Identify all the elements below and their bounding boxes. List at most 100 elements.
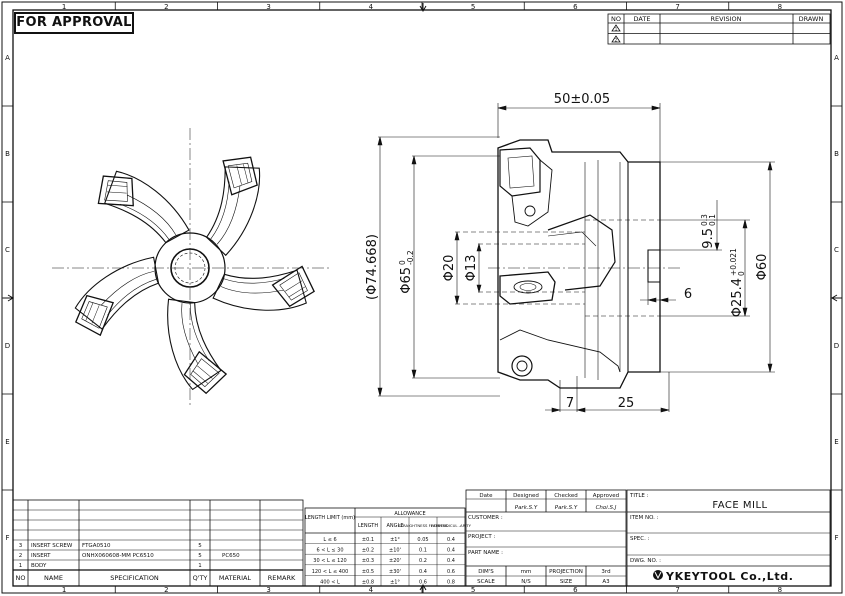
tol-cell: 0.2	[419, 558, 427, 564]
zone-col-bottom: 7	[675, 586, 679, 594]
drawing-title: FACE MILL	[712, 500, 767, 511]
bom-cell-name: INSERT SCREW	[31, 543, 73, 549]
zone-col-bottom: 1	[62, 586, 66, 594]
scale-value: N/S	[521, 579, 531, 585]
tol-cell: 0.6	[447, 569, 455, 575]
zone-col-top: 8	[778, 3, 782, 11]
zone-col-bottom: 6	[573, 586, 578, 594]
side-view	[455, 103, 680, 412]
zone-col-top: 7	[675, 3, 679, 11]
tol-cell: 0.1	[419, 548, 427, 554]
zone-col-top: 2	[164, 3, 168, 11]
flute-with-insert	[205, 156, 261, 257]
bom-cell-spec: FTGA0510	[82, 543, 111, 549]
tol-cell: ±1°	[390, 537, 400, 543]
zone-row-right: E	[834, 438, 838, 446]
dim-reference-dia: (Φ74.668)	[365, 234, 380, 300]
zone-row-right: D	[834, 342, 839, 350]
tol-sub-perpendicularity: PERPENDICUL -ARITY	[431, 523, 472, 528]
dims-label: DIM'S	[478, 569, 494, 575]
dim-dia-20: Φ20	[442, 255, 457, 282]
tol-sub-length: LENGTH	[358, 523, 378, 529]
flute-with-insert	[212, 265, 315, 311]
zone-col-top: 1	[62, 3, 66, 11]
bore-chamfer	[174, 252, 206, 284]
part-name-label: PART NAME :	[468, 550, 503, 556]
dim-dia-65-tol-lower: -0.2	[406, 250, 415, 265]
title-block	[626, 489, 831, 587]
zone-col-bottom: 5	[471, 586, 475, 594]
dims-value: mm	[521, 569, 532, 575]
bom-cell-material: PC650	[222, 553, 240, 559]
project-label: PROJECT :	[468, 534, 496, 540]
company-logo	[653, 570, 663, 580]
tol-cell: 0.4	[447, 558, 455, 564]
dim-25: 25	[618, 396, 635, 411]
insert	[183, 350, 228, 395]
rev-header-date: DATE	[634, 15, 651, 23]
front-view	[52, 128, 330, 405]
tolerance-table	[304, 507, 466, 587]
top-insert	[499, 147, 541, 197]
bom-header-spec: SPECIFICATION	[110, 574, 159, 582]
dim-7: 7	[566, 396, 574, 411]
middle-insert	[499, 271, 556, 305]
approval-labels: Date Designed Checked Approved Park.S.Y …	[468, 493, 619, 585]
tol-cell: 30 < L ≤ 120	[313, 558, 346, 564]
dim-bore-tol-lower: 0	[737, 271, 746, 276]
zone-row-left: A	[5, 54, 10, 62]
chip-pocket	[547, 214, 616, 291]
approval-header-approved: Approved	[593, 493, 619, 499]
tol-cell: 0.6	[419, 579, 427, 585]
tol-cell: 0.4	[447, 548, 455, 554]
revision-table	[607, 13, 831, 45]
title-label: TITLE :	[629, 493, 649, 499]
tol-header-allowance: ALLOWANCE	[394, 511, 425, 517]
insert	[74, 294, 115, 337]
tol-cell: ±1°	[390, 579, 400, 585]
dim-bore-tol-upper: +0.021	[729, 248, 738, 276]
dim-dia-60: Φ60	[755, 254, 770, 281]
spec-label: SPEC. :	[630, 536, 650, 542]
zone-col-bottom: 4	[369, 586, 374, 594]
dim-keyway-tol-upper: 0.3	[700, 214, 709, 226]
rev-header-drawn: DRAWN	[799, 15, 824, 23]
tol-cell: ±20'	[389, 558, 401, 564]
bom-cell-no: 3	[19, 543, 23, 549]
checked-by: Park.S.Y	[555, 505, 578, 511]
tol-cell: 0.8	[447, 579, 455, 585]
tolerance-headers: LENGTH LIMIT (mm) ALLOWANCE LENGTH ANGLE…	[305, 511, 472, 529]
bom-header-no: NO	[16, 574, 26, 582]
zone-row-left: E	[5, 438, 9, 446]
zone-row-left: F	[5, 534, 9, 542]
bom-cell-qty: 1	[198, 563, 202, 569]
dimension-labels: 50±0.05 (Φ74.668) Φ65 0 -0.2 Φ20 Φ13 9.5…	[365, 92, 770, 411]
zone-row-left: B	[5, 150, 10, 158]
dim-dia-13: Φ13	[464, 255, 479, 282]
hub-outer	[154, 232, 226, 304]
zone-row-right: F	[834, 534, 838, 542]
approval-stamp: FOR APPROVAL	[14, 12, 134, 34]
dim-dia-65-tol-upper: 0	[398, 260, 407, 265]
tol-cell: L ≤ 6	[323, 537, 336, 543]
right-center-arrow	[831, 294, 842, 302]
flute-with-insert	[97, 170, 190, 244]
dim-dia-65: Φ65	[399, 267, 414, 294]
tol-header-length-limit: LENGTH LIMIT (mm)	[305, 515, 355, 521]
insert	[97, 175, 134, 207]
body-outline	[497, 139, 661, 389]
tol-cell: ±0.5	[362, 569, 374, 575]
tol-cell: ±0.3	[362, 558, 374, 564]
bom-cell-name: INSERT	[31, 553, 51, 559]
rev-header-no: NO	[611, 15, 621, 23]
left-center-arrow	[3, 294, 14, 302]
rev-header-revision: REVISION	[710, 15, 741, 23]
bore-hole	[170, 248, 210, 288]
scale-label: SCALE	[477, 579, 495, 585]
bom-header-qty: Q'TY	[193, 574, 208, 582]
approval-header-designed: Designed	[513, 493, 539, 499]
insert	[271, 265, 315, 308]
